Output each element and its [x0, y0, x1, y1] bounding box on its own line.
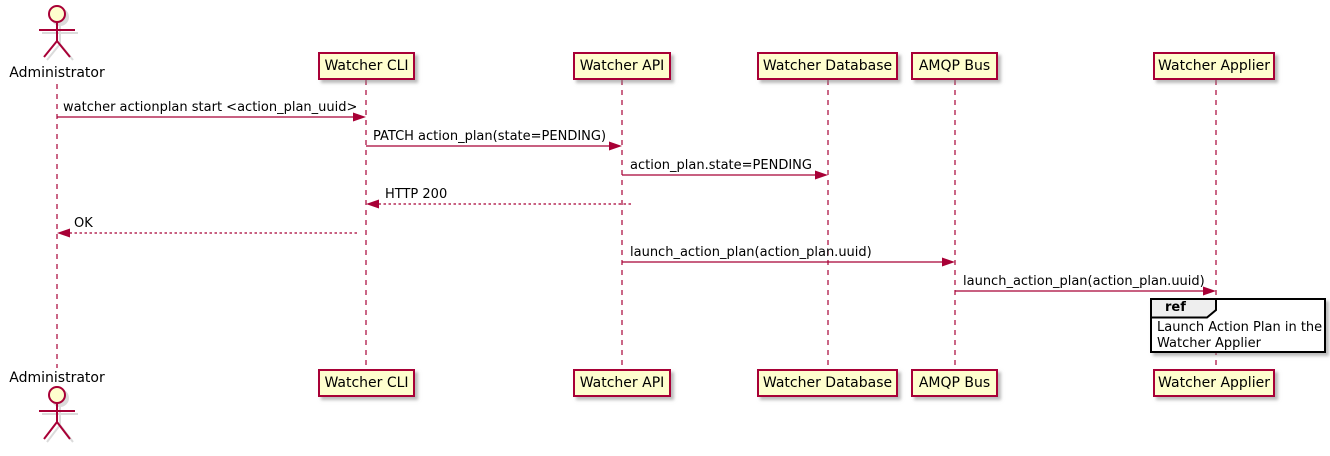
message-label-launch-action-plan-applier: launch_action_plan(action_plan.uuid): [963, 274, 1205, 289]
message-label-http-200: HTTP 200: [385, 187, 448, 202]
participant-label: Watcher Database: [762, 58, 893, 74]
participant-watcher-database-bottom: Watcher Database: [757, 369, 898, 397]
participant-amqp-bus-bottom: AMQP Bus: [911, 369, 998, 397]
arrow-action-plan-state-pending: [622, 170, 828, 180]
message-label-patch-action-plan: PATCH action_plan(state=PENDING): [373, 129, 607, 144]
ref-tab-shape: [1150, 298, 1217, 319]
participant-watcher-cli-bottom: Watcher CLI: [318, 369, 415, 397]
message-label-launch-action-plan-amqp: launch_action_plan(action_plan.uuid): [630, 245, 872, 260]
actor-label-administrator-top: Administrator: [9, 65, 105, 81]
participant-label: AMQP Bus: [918, 375, 991, 391]
participant-label: Watcher Applier: [1158, 58, 1270, 74]
arrow-http-200-return: [366, 199, 631, 209]
participant-label: AMQP Bus: [918, 58, 991, 74]
arrow-launch-action-plan-amqp: [622, 257, 955, 267]
message-label-action-plan-state-pending: action_plan.state=PENDING: [630, 158, 812, 173]
participant-watcher-applier-top: Watcher Applier: [1153, 52, 1275, 80]
participant-amqp-bus-top: AMQP Bus: [911, 52, 998, 80]
participant-label: Watcher Database: [762, 375, 893, 391]
administrator-actor-icon-bottom: [39, 386, 78, 443]
ref-text-line-2: Watcher Applier: [1157, 336, 1261, 351]
participant-watcher-api-bottom: Watcher API: [573, 369, 671, 397]
ref-text-line-1: Launch Action Plan in the: [1157, 320, 1323, 335]
ref-keyword: ref: [1165, 300, 1186, 315]
arrow-ok-return: [57, 228, 357, 238]
actor-label-administrator-bottom: Administrator: [9, 370, 105, 386]
message-label-watcher-actionplan-start: watcher actionplan start <action_plan_uu…: [63, 100, 358, 115]
ref-fragment: ref Launch Action Plan in the Watcher Ap…: [1150, 298, 1326, 353]
participant-watcher-applier-bottom: Watcher Applier: [1153, 369, 1275, 397]
participant-label: Watcher API: [579, 58, 665, 74]
participant-label: Watcher Applier: [1158, 375, 1270, 391]
participant-watcher-cli-top: Watcher CLI: [318, 52, 415, 80]
arrow-patch-action-plan: [366, 141, 622, 151]
message-arrows: [57, 112, 1216, 296]
administrator-actor-icon-top: [39, 5, 78, 61]
message-label-ok: OK: [74, 216, 93, 231]
participant-watcher-database-top: Watcher Database: [757, 52, 898, 80]
arrow-launch-action-plan-applier: [955, 286, 1216, 296]
lifelines: [56, 80, 1217, 369]
participant-label: Watcher CLI: [324, 375, 409, 391]
participant-label: Watcher API: [579, 375, 665, 391]
ref-text: Launch Action Plan in the Watcher Applie…: [1157, 320, 1322, 352]
participant-label: Watcher CLI: [324, 58, 409, 74]
participant-watcher-api-top: Watcher API: [573, 52, 671, 80]
arrow-watcher-actionplan-start: [57, 112, 366, 122]
